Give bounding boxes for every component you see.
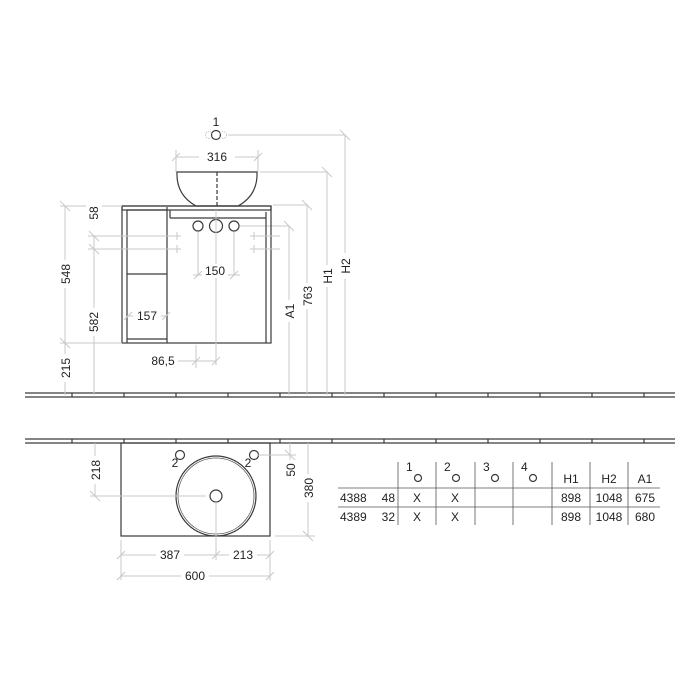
hole-3-icon — [490, 473, 500, 483]
a1-dim: A1 — [283, 303, 297, 318]
svg-text:1048: 1048 — [596, 491, 623, 505]
right-213-dim: 213 — [233, 548, 253, 562]
bowl-width-dim: 316 — [207, 150, 227, 164]
th-1: 1 — [406, 460, 413, 474]
height-dimension-lines — [228, 129, 351, 395]
tap-hole-left — [174, 449, 186, 461]
svg-text:X: X — [451, 510, 459, 524]
wall-upper — [25, 392, 675, 398]
svg-text:X: X — [413, 491, 421, 505]
table-row: 4389 32 X X 898 1048 680 — [340, 510, 655, 524]
svg-text:898: 898 — [561, 510, 581, 524]
hole-4-icon — [528, 473, 538, 483]
height-763-dim: 763 — [301, 286, 315, 306]
hole-1-icon — [413, 473, 423, 483]
th-4: 4 — [521, 460, 528, 474]
tap-1-icon — [205, 129, 227, 141]
drain-offset-dim: 86,5 — [151, 354, 175, 368]
floor-offset-dim: 215 — [59, 358, 73, 378]
top-offset-dim: 58 — [87, 206, 101, 220]
svg-text:48: 48 — [382, 491, 396, 505]
tap-spacing-dim: 150 — [205, 264, 225, 278]
svg-text:4389: 4389 — [340, 510, 367, 524]
shelf-width-dim: 157 — [137, 309, 157, 323]
tap-left-label: 2 — [172, 456, 179, 470]
svg-text:675: 675 — [635, 491, 655, 505]
svg-text:X: X — [451, 491, 459, 505]
svg-text:898: 898 — [561, 491, 581, 505]
drawer-height-dim: 582 — [87, 312, 101, 332]
svg-text:4388: 4388 — [340, 491, 367, 505]
depth-218-dim: 218 — [89, 460, 103, 480]
wall-lower — [25, 438, 675, 444]
th-h1: H1 — [563, 472, 579, 486]
spec-table: 1 2 3 4 H1 H2 A1 4388 48 X X 898 1048 67… — [338, 460, 660, 525]
table-row: 4388 48 X X 898 1048 675 — [340, 491, 655, 505]
drain-icon — [209, 489, 223, 503]
th-a1: A1 — [638, 472, 653, 486]
hole-2-icon — [451, 473, 461, 483]
h2-dim: H2 — [339, 258, 353, 274]
svg-text:1048: 1048 — [596, 510, 623, 524]
left-387-dim: 387 — [160, 548, 180, 562]
cabinet-height-dim: 548 — [59, 264, 73, 284]
svg-text:X: X — [413, 510, 421, 524]
depth-50-dim: 50 — [284, 463, 298, 477]
cabinet-front — [121, 205, 272, 344]
vessel-bowl — [176, 171, 258, 207]
total-600-dim: 600 — [185, 569, 205, 583]
cabinet-top — [120, 442, 271, 537]
th-2: 2 — [444, 460, 451, 474]
th-3: 3 — [483, 460, 490, 474]
tap-1-label: 1 — [213, 115, 220, 129]
svg-text:680: 680 — [635, 510, 655, 524]
tap-right-label: 2 — [245, 456, 252, 470]
depth-380-dim: 380 — [302, 478, 316, 498]
h1-dim: H1 — [321, 268, 335, 284]
th-h2: H2 — [601, 472, 617, 486]
svg-text:32: 32 — [382, 510, 396, 524]
